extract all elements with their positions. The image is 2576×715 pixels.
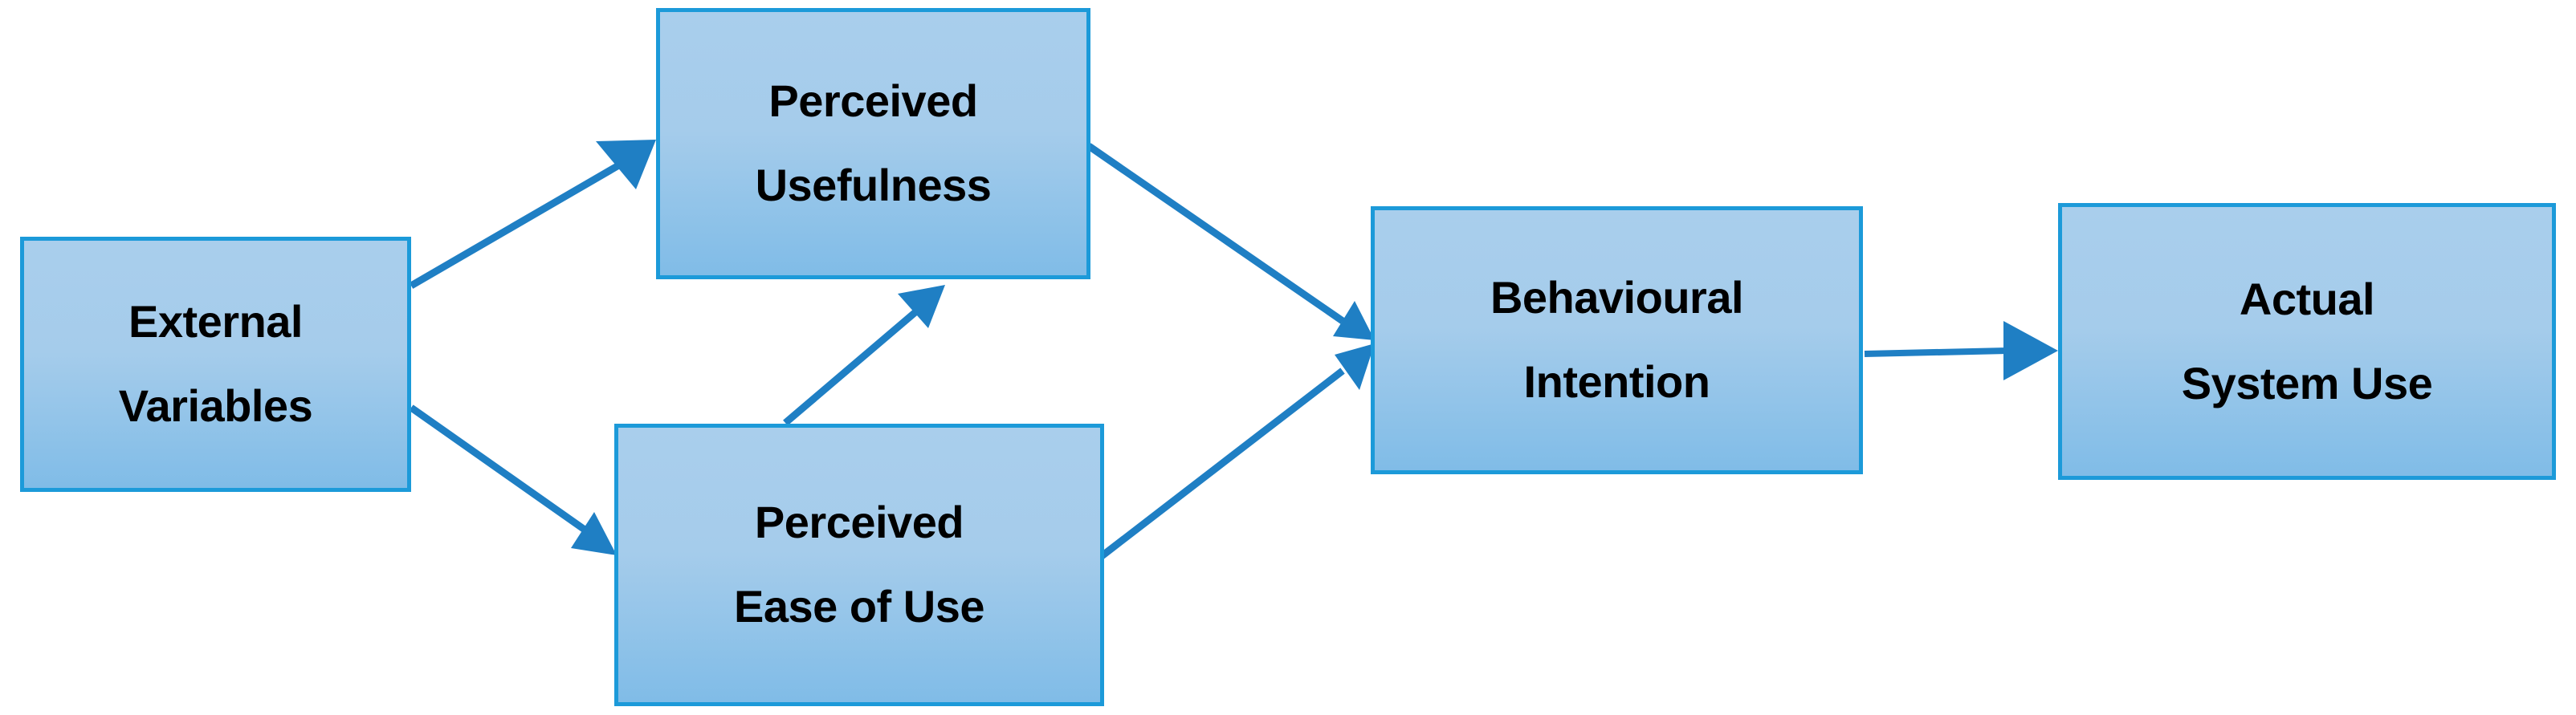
edge-perceived-ease-of-use-to-perceived-usefulness: [783, 285, 945, 426]
node-behavioural-intention-line1: Behavioural: [1490, 272, 1744, 323]
node-perceived-usefulness-line2: Usefulness: [755, 160, 992, 210]
node-perceived-ease-of-use-line1: Perceived: [754, 497, 964, 548]
node-perceived-usefulness[interactable]: Perceived Usefulness: [656, 8, 1090, 279]
node-perceived-ease-of-use-line2: Ease of Use: [734, 581, 985, 632]
node-perceived-usefulness-line1: Perceived: [768, 75, 978, 127]
node-actual-system-use-line2: System Use: [2181, 357, 2433, 408]
edge-perceived-ease-of-use-to-behavioural-intention: [1099, 343, 1375, 559]
node-perceived-ease-of-use[interactable]: Perceived Ease of Use: [614, 424, 1104, 706]
edge-perceived-usefulness-to-behavioural-intention: [1086, 143, 1375, 340]
node-actual-system-use[interactable]: Actual System Use: [2058, 203, 2556, 480]
node-behavioural-intention[interactable]: Behavioural Intention: [1371, 206, 1863, 474]
node-external-variables[interactable]: External Variables: [20, 237, 411, 492]
node-external-variables-line2: Variables: [118, 380, 313, 431]
node-external-variables-line1: External: [128, 296, 304, 347]
node-actual-system-use-line1: Actual: [2239, 273, 2375, 324]
edge-behavioural-intention-to-actual-system-use: [1864, 321, 2058, 380]
edge-external-variables-to-perceived-ease-of-use: [409, 404, 617, 555]
node-behavioural-intention-line2: Intention: [1523, 356, 1710, 407]
edge-external-variables-to-perceived-usefulness: [409, 140, 656, 289]
